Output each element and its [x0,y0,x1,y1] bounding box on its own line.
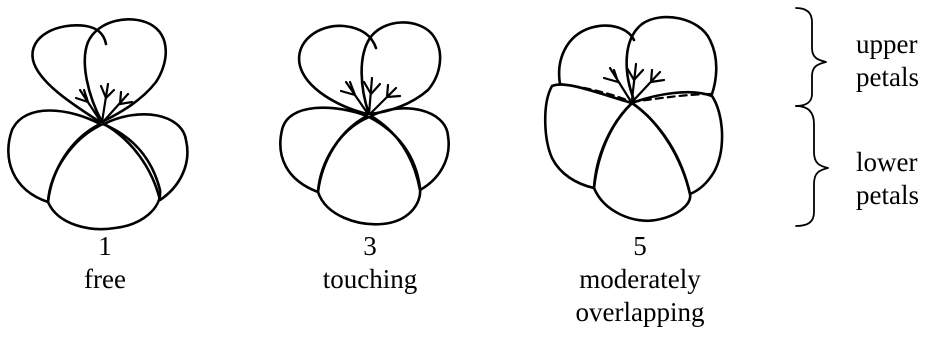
flower-3-touching [279,21,450,226]
flower-3-upper-left-petal [297,24,378,116]
flower-5-caption: 5 moderately overlapping [560,230,720,329]
flower-1-upper-right-petal [83,18,167,124]
flower-5-lower-right-petal [630,90,724,196]
flower-3-upper-right-petal [360,21,442,116]
lower-petals-label: lower petals [856,147,919,210]
flower-1-lower-right-petal [102,112,189,202]
upper-petals-bracket [795,7,827,107]
flower-5-upper-right-petal [625,15,718,102]
flower-5-label-line-2: overlapping [575,297,705,327]
upper-petals-label: upper petals [856,29,919,92]
flower-1-lower-left-petal [7,109,102,204]
flower-1-bottom-petal [46,122,162,231]
flower-5-hidden-left-edge [558,82,634,104]
flower-1-veins [74,82,134,124]
flower-5-number: 5 [633,231,647,261]
flower-3-bottom-petal [316,115,422,226]
flower-5-hidden-right-edge [630,92,714,104]
flower-5-moderately-overlapping [543,15,724,223]
flower-3-label: touching [322,264,418,294]
flower-3-lower-left-petal [279,106,369,194]
flower-3-veins [339,76,402,116]
flower-5-lower-left-petal [543,83,634,190]
flower-5-veins [602,62,666,102]
flower-3-caption: 3 touching [305,230,435,296]
flower-5-label-line-1: moderately [579,264,701,294]
lower-petals-bracket [795,105,829,227]
flower-1-number: 1 [98,231,112,261]
flower-1-free [7,18,189,231]
flower-1-caption: 1 free [40,230,170,296]
flower-5-upper-left-petal [557,24,636,86]
flower-3-number: 3 [363,231,377,261]
flower-1-label: free [84,264,126,294]
flower-3-lower-right-petal [369,107,450,192]
flower-5-bottom-petal [592,101,692,223]
